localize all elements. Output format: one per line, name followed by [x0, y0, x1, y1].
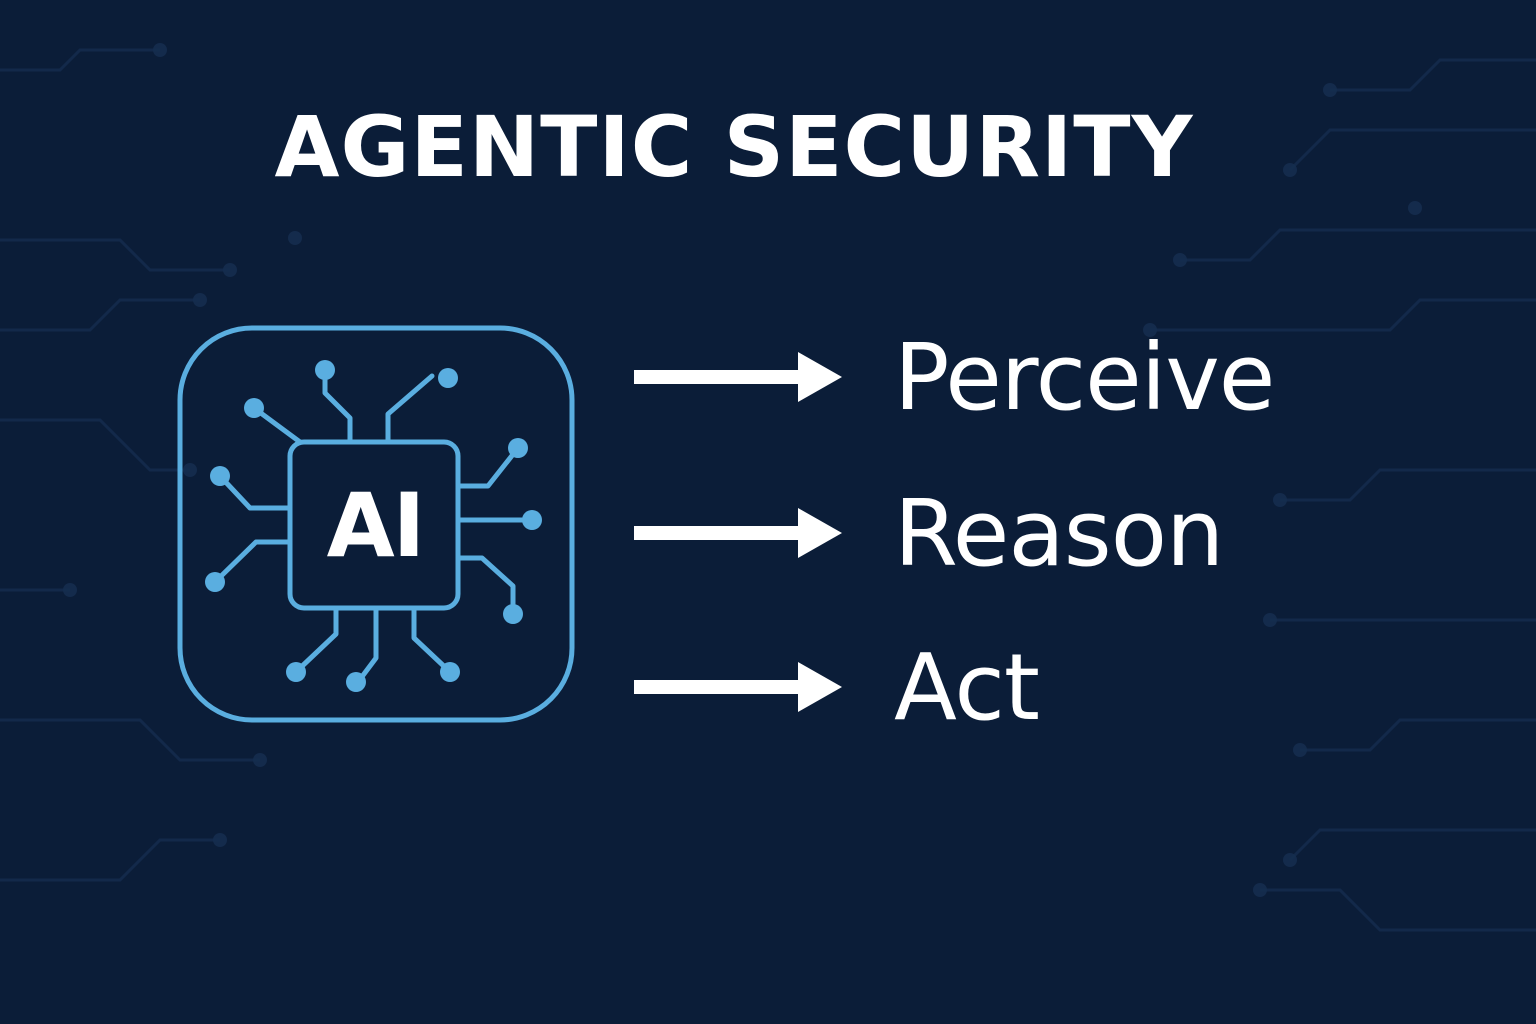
- arrow-right-icon: [634, 352, 842, 402]
- chip-label: AI: [326, 473, 426, 577]
- arrow-right-icon: [634, 508, 842, 558]
- step-label-perceive: Perceive: [894, 324, 1275, 431]
- step-label-reason: Reason: [894, 480, 1224, 587]
- arrow-right-icon: [634, 662, 842, 712]
- step-label-act: Act: [894, 634, 1040, 741]
- ai-chip-icon: [177, 325, 575, 723]
- step-perceive: Perceive: [630, 318, 1275, 438]
- diagram-title: AGENTIC SECURITY: [274, 98, 1194, 196]
- step-reason: Reason: [630, 474, 1224, 594]
- step-act: Act: [630, 628, 1040, 748]
